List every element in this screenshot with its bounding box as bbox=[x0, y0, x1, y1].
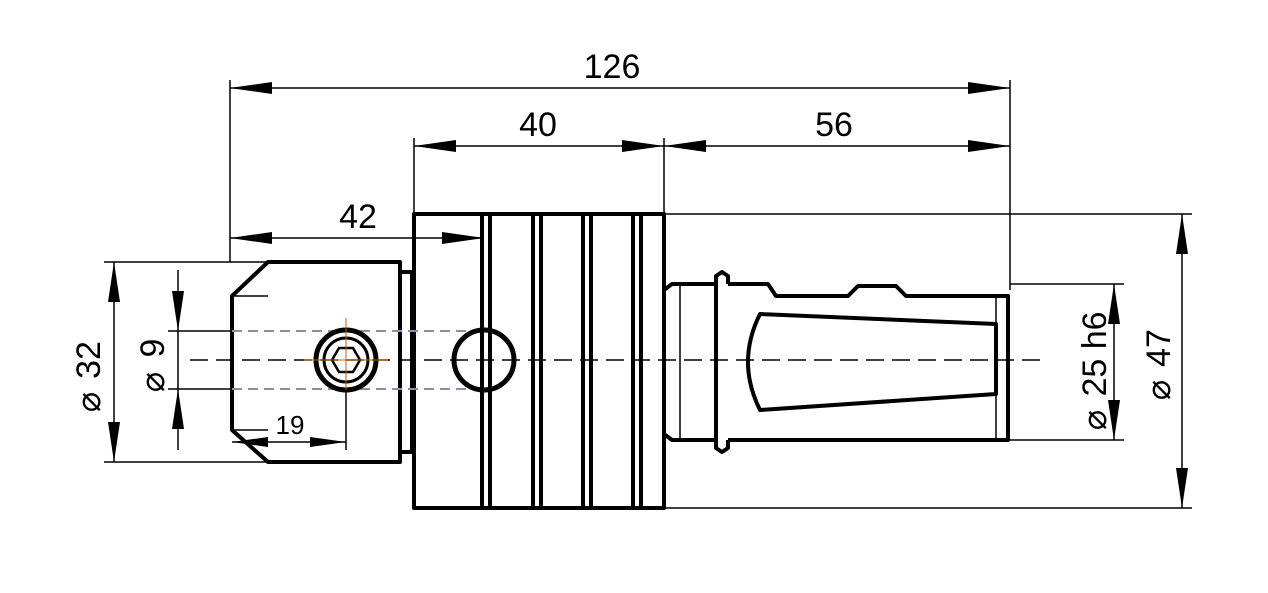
nose-diameter-label: 32 bbox=[70, 341, 108, 379]
shank-diameter-symbol: ⌀ bbox=[1076, 410, 1114, 430]
shank-diameter-label: 25 h6 bbox=[1076, 311, 1114, 396]
dimension-shank-length: 56 bbox=[664, 106, 1010, 152]
overall-length-label: 126 bbox=[584, 48, 641, 86]
dimension-bore-diameter: ⌀ 9 bbox=[134, 270, 232, 450]
dimension-screw-offset: 19 bbox=[232, 390, 347, 450]
dimension-body-length: 40 bbox=[413, 106, 665, 214]
cross-hole-icon bbox=[451, 327, 517, 393]
dimension-nose-length: 42 bbox=[230, 198, 484, 244]
screw-offset-label: 19 bbox=[276, 410, 305, 440]
dimension-overall-length: 126 bbox=[229, 48, 1011, 290]
bore-diameter-label: 9 bbox=[134, 339, 172, 358]
nose-length-label: 42 bbox=[339, 198, 377, 236]
flange-diameter-symbol: ⌀ bbox=[1140, 380, 1178, 400]
body-length-label: 40 bbox=[519, 106, 557, 144]
shank-length-label: 56 bbox=[815, 106, 853, 144]
flange-diameter-label: 47 bbox=[1140, 329, 1178, 367]
nose-diameter-symbol: ⌀ bbox=[70, 392, 108, 412]
part-outline bbox=[230, 212, 1010, 510]
dimension-nose-diameter: ⌀ 32 bbox=[70, 261, 268, 463]
dimension-flange-diameter: ⌀ 47 bbox=[664, 213, 1192, 509]
dimension-shank-diameter: ⌀ 25 h6 bbox=[1010, 283, 1124, 441]
bore-diameter-symbol: ⌀ bbox=[134, 372, 172, 392]
